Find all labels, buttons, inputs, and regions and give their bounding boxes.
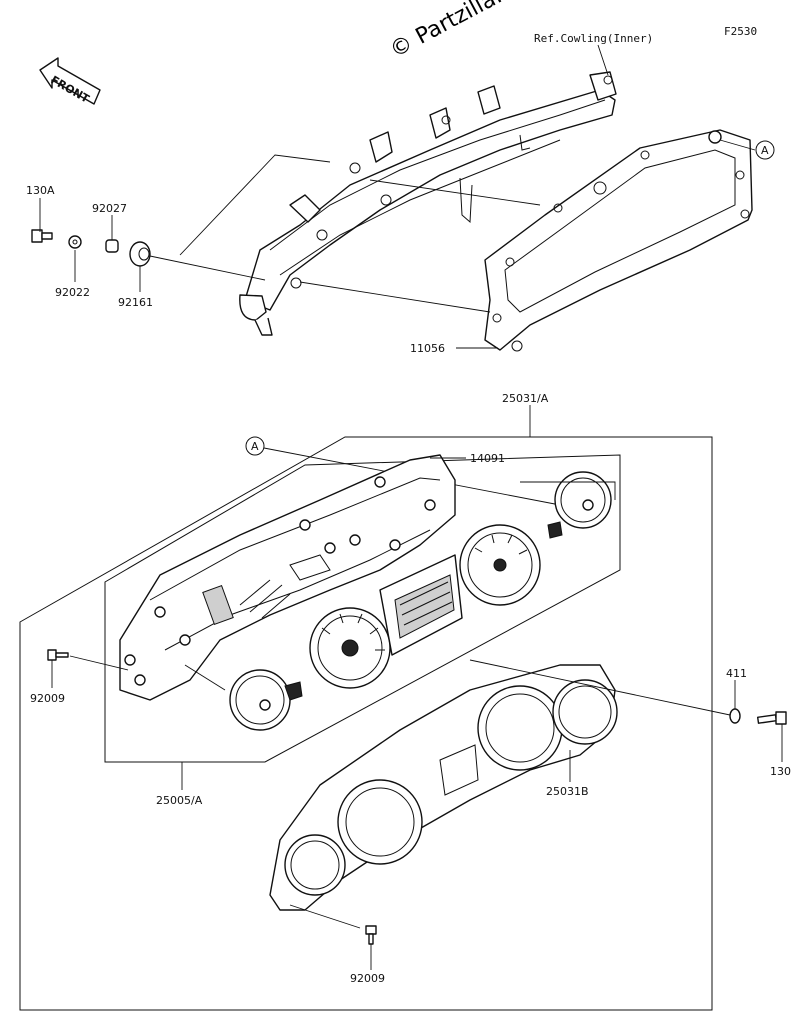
part-92161-damper <box>129 241 151 267</box>
callout-A-lower-label: A <box>251 440 259 453</box>
leader-92161-to-frame <box>149 255 266 281</box>
leader-92009-left-to-case <box>69 655 129 671</box>
lcd-display-panel <box>379 554 463 656</box>
label-92009-left: 92009 <box>30 692 65 705</box>
label-25031B: 25031B <box>546 785 589 798</box>
assembly-bracket-25005A <box>104 454 621 763</box>
label-411: 411 <box>726 667 747 680</box>
meter-stay-frame <box>239 71 617 336</box>
part-14091-meter-case <box>119 454 456 701</box>
part-411-washer <box>729 708 741 724</box>
leader-92009-bottom-to-cover <box>289 904 361 929</box>
callout-A-top <box>755 140 775 160</box>
leader-stay-to-cover <box>369 179 541 206</box>
leader-frame-to-cover <box>299 281 491 313</box>
front-arrow-icon: FRONT <box>39 57 101 106</box>
part-130A-bolt <box>31 229 53 243</box>
part-92022-washer <box>68 235 82 249</box>
label-92161: 92161 <box>118 296 153 309</box>
label-92022: 92022 <box>55 286 90 299</box>
label-11056: 11056 <box>410 342 445 355</box>
watermark-text: © Partzilla.com <box>386 0 548 63</box>
label-92027: 92027 <box>92 202 127 215</box>
part-11056-cover <box>484 129 753 352</box>
callout-A-top-label: A <box>761 144 769 157</box>
assembly-bracket-25031A <box>19 436 713 1011</box>
leader-ref-cowling <box>597 44 609 76</box>
label-130: 130 <box>770 765 791 778</box>
label-14091: 14091 <box>470 452 505 465</box>
speedometer-gauge <box>309 607 391 689</box>
label-25031A: 25031/A <box>502 392 549 405</box>
part-130-bolt <box>756 711 787 725</box>
leader-cover-to-screw <box>469 659 731 716</box>
leader-frame-line <box>179 154 331 256</box>
washer-hole <box>72 239 78 245</box>
figure-code: F2530 <box>724 25 757 38</box>
callout-A-lower <box>245 436 265 456</box>
leader-lower-gauge <box>184 664 226 691</box>
leader-upper-gauge <box>520 481 616 500</box>
leader-callout-A-top <box>719 139 756 151</box>
label-92009-bottom: 92009 <box>350 972 385 985</box>
part-92009-screw-left <box>47 649 69 661</box>
part-25031B-meter-cover <box>269 664 618 911</box>
tachometer-gauge <box>459 524 541 606</box>
label-130A: 130A <box>26 184 55 197</box>
ref-cowling-note: Ref.Cowling(Inner) <box>534 32 653 45</box>
temp-gauge-lower <box>229 669 303 731</box>
label-25005A: 25005/A <box>156 794 203 807</box>
part-92027-collar <box>105 239 119 253</box>
part-92009-screw-bottom <box>365 925 377 945</box>
fuel-gauge-upper <box>547 471 612 539</box>
